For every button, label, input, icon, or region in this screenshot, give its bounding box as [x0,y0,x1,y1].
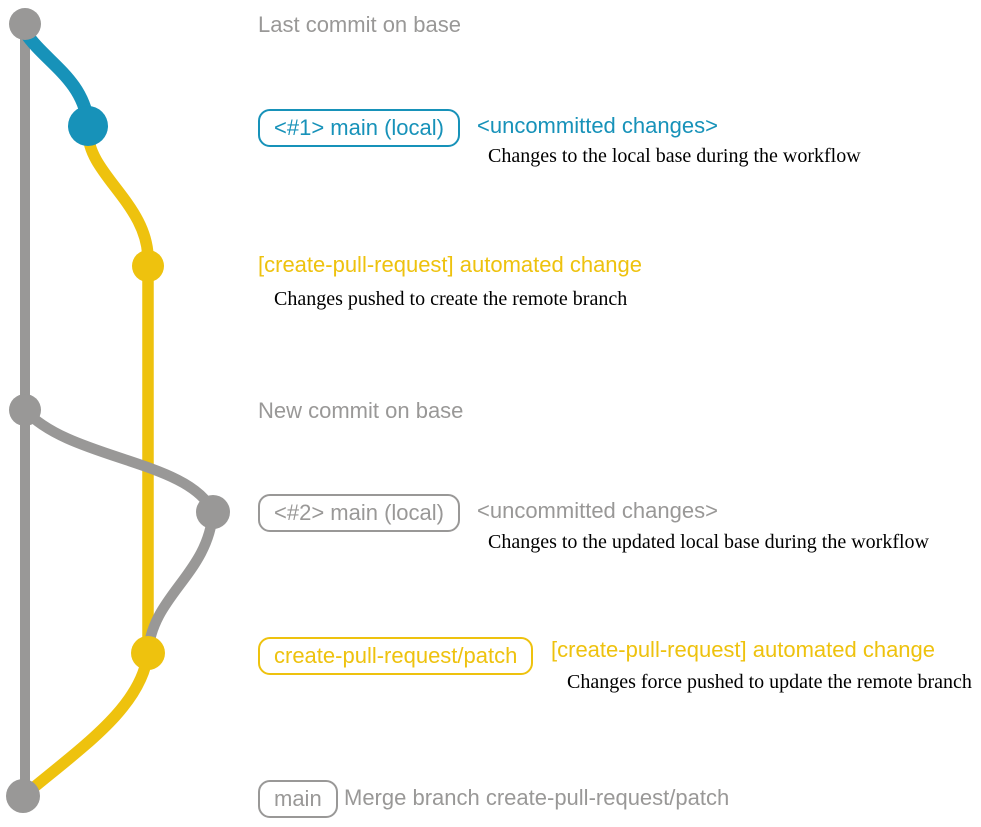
label-new-commit-on-base: New commit on base [258,398,464,423]
commit-description-uncommitted-1: Changes to the local base during the wor… [488,145,861,167]
commit-node-new-base [9,394,41,426]
commit-message-automated-2: [create-pull-request] automated change [551,637,936,662]
branch-badge-patch: create-pull-request/patch [258,637,534,675]
branch-badge-main-local-1: <#1> main (local) [258,109,460,147]
branch-badge-main: main [258,780,338,818]
badge-label: create-pull-request/patch [258,637,534,675]
commit-node-uncommitted-2 [196,495,230,529]
edge-local-main-2 [19,404,219,518]
commit-message-merge: Merge branch create-pull-request/patch [344,785,730,810]
commit-message-uncommitted-1: <uncommitted changes> [477,113,718,138]
commit-description-uncommitted-2: Changes to the updated local base during… [488,531,929,553]
commit-description-automated-1: Changes pushed to create the remote bran… [274,288,628,310]
edge-patch-branch [82,126,154,658]
branch-badge-main-local-2: <#2> main (local) [258,494,460,532]
commit-node-uncommitted-1 [68,106,108,146]
commit-node-last-base [9,8,41,40]
commit-description-automated-2: Changes force pushed to update the remot… [567,671,972,693]
commit-message-uncommitted-2: <uncommitted changes> [477,498,718,523]
commit-node-automated-1 [132,250,164,282]
edge-patch-merge [21,646,154,799]
commit-node-merge [6,779,40,813]
badge-label: main [258,780,338,818]
badge-label: <#1> main (local) [258,109,460,147]
label-last-commit-on-base: Last commit on base [258,12,461,37]
badge-label: <#2> main (local) [258,494,460,532]
commit-node-automated-2 [131,636,165,670]
edge-force-push [142,506,219,659]
commit-message-automated-1: [create-pull-request] automated change [258,252,643,277]
